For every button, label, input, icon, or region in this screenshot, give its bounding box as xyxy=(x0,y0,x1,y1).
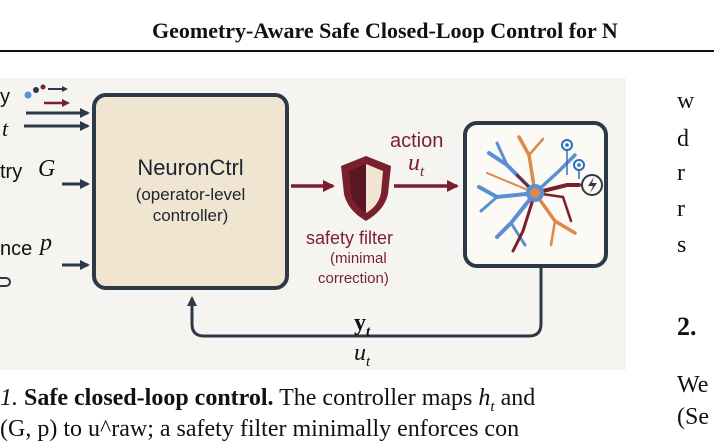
controller-name: NeuronCtrl xyxy=(137,155,244,180)
action-symbol: ut xyxy=(408,150,424,181)
right-col-line-3: r xyxy=(677,160,685,186)
input-symbol-G: G xyxy=(38,156,56,182)
header-rule xyxy=(0,50,714,52)
safety-filter-desc-line1: (minimal xyxy=(330,250,387,267)
running-header-title: Geometry-Aware Safe Closed-Loop Control … xyxy=(152,18,618,43)
input-label-y: y xyxy=(0,86,10,108)
electrode-icon xyxy=(561,139,603,196)
input-symbol-t: t xyxy=(2,116,9,141)
feedback-u: ut xyxy=(354,340,370,371)
controller-block: NeuronCtrl (operator-level controller) xyxy=(92,93,289,290)
neuron-icon xyxy=(477,135,603,253)
caption-text-b: and xyxy=(494,385,536,411)
neuron-plant-block xyxy=(463,121,608,268)
caption-title: Safe closed-loop control. xyxy=(24,385,274,411)
section-number: 2. xyxy=(677,312,697,341)
feedback-u-subscript: t xyxy=(366,353,371,370)
right-col-paragraph-line-2: (Se xyxy=(677,404,709,430)
input-port-icon xyxy=(0,277,11,287)
right-col-line-4: r xyxy=(677,196,685,222)
figure-caption: 1. Safe closed-loop control. The control… xyxy=(0,385,535,416)
controller-desc-line2: controller) xyxy=(152,206,229,225)
safety-filter-title: safety filter xyxy=(306,228,394,248)
feedback-u-symbol: u xyxy=(354,340,366,366)
feedback-loop-arrow xyxy=(187,268,543,338)
figure-diagram xyxy=(0,84,543,338)
shield-icon xyxy=(341,156,391,221)
right-col-paragraph-line-1: We xyxy=(677,372,709,398)
feedback-y-symbol: y xyxy=(354,310,366,336)
right-col-line-5: s xyxy=(677,232,687,258)
input-label-reference: nce xyxy=(0,238,33,260)
controller-description: (operator-level controller) xyxy=(96,184,285,226)
right-col-line-1: w xyxy=(677,88,695,114)
caption-symbol-h-subscript: t xyxy=(490,398,495,415)
action-symbol-u: u xyxy=(408,150,420,176)
caption-label: 1. xyxy=(0,385,18,411)
input-arrows xyxy=(24,108,90,270)
right-col-line-2: d xyxy=(677,126,689,152)
caption-text-a: The controller maps xyxy=(273,385,479,411)
feedback-y-subscript: t xyxy=(366,323,371,340)
trajectory-dots-icon xyxy=(24,84,70,107)
input-label-geometry: try xyxy=(0,161,23,183)
feedback-y: yt xyxy=(354,310,370,341)
caption-symbol-h: h xyxy=(478,385,491,411)
action-symbol-subscript: t xyxy=(420,163,425,180)
safety-filter-desc-line2: correction) xyxy=(318,270,389,287)
input-symbol-p: p xyxy=(40,230,52,256)
action-label: action xyxy=(390,130,444,152)
controller-desc-line1: (operator-level xyxy=(135,185,246,204)
